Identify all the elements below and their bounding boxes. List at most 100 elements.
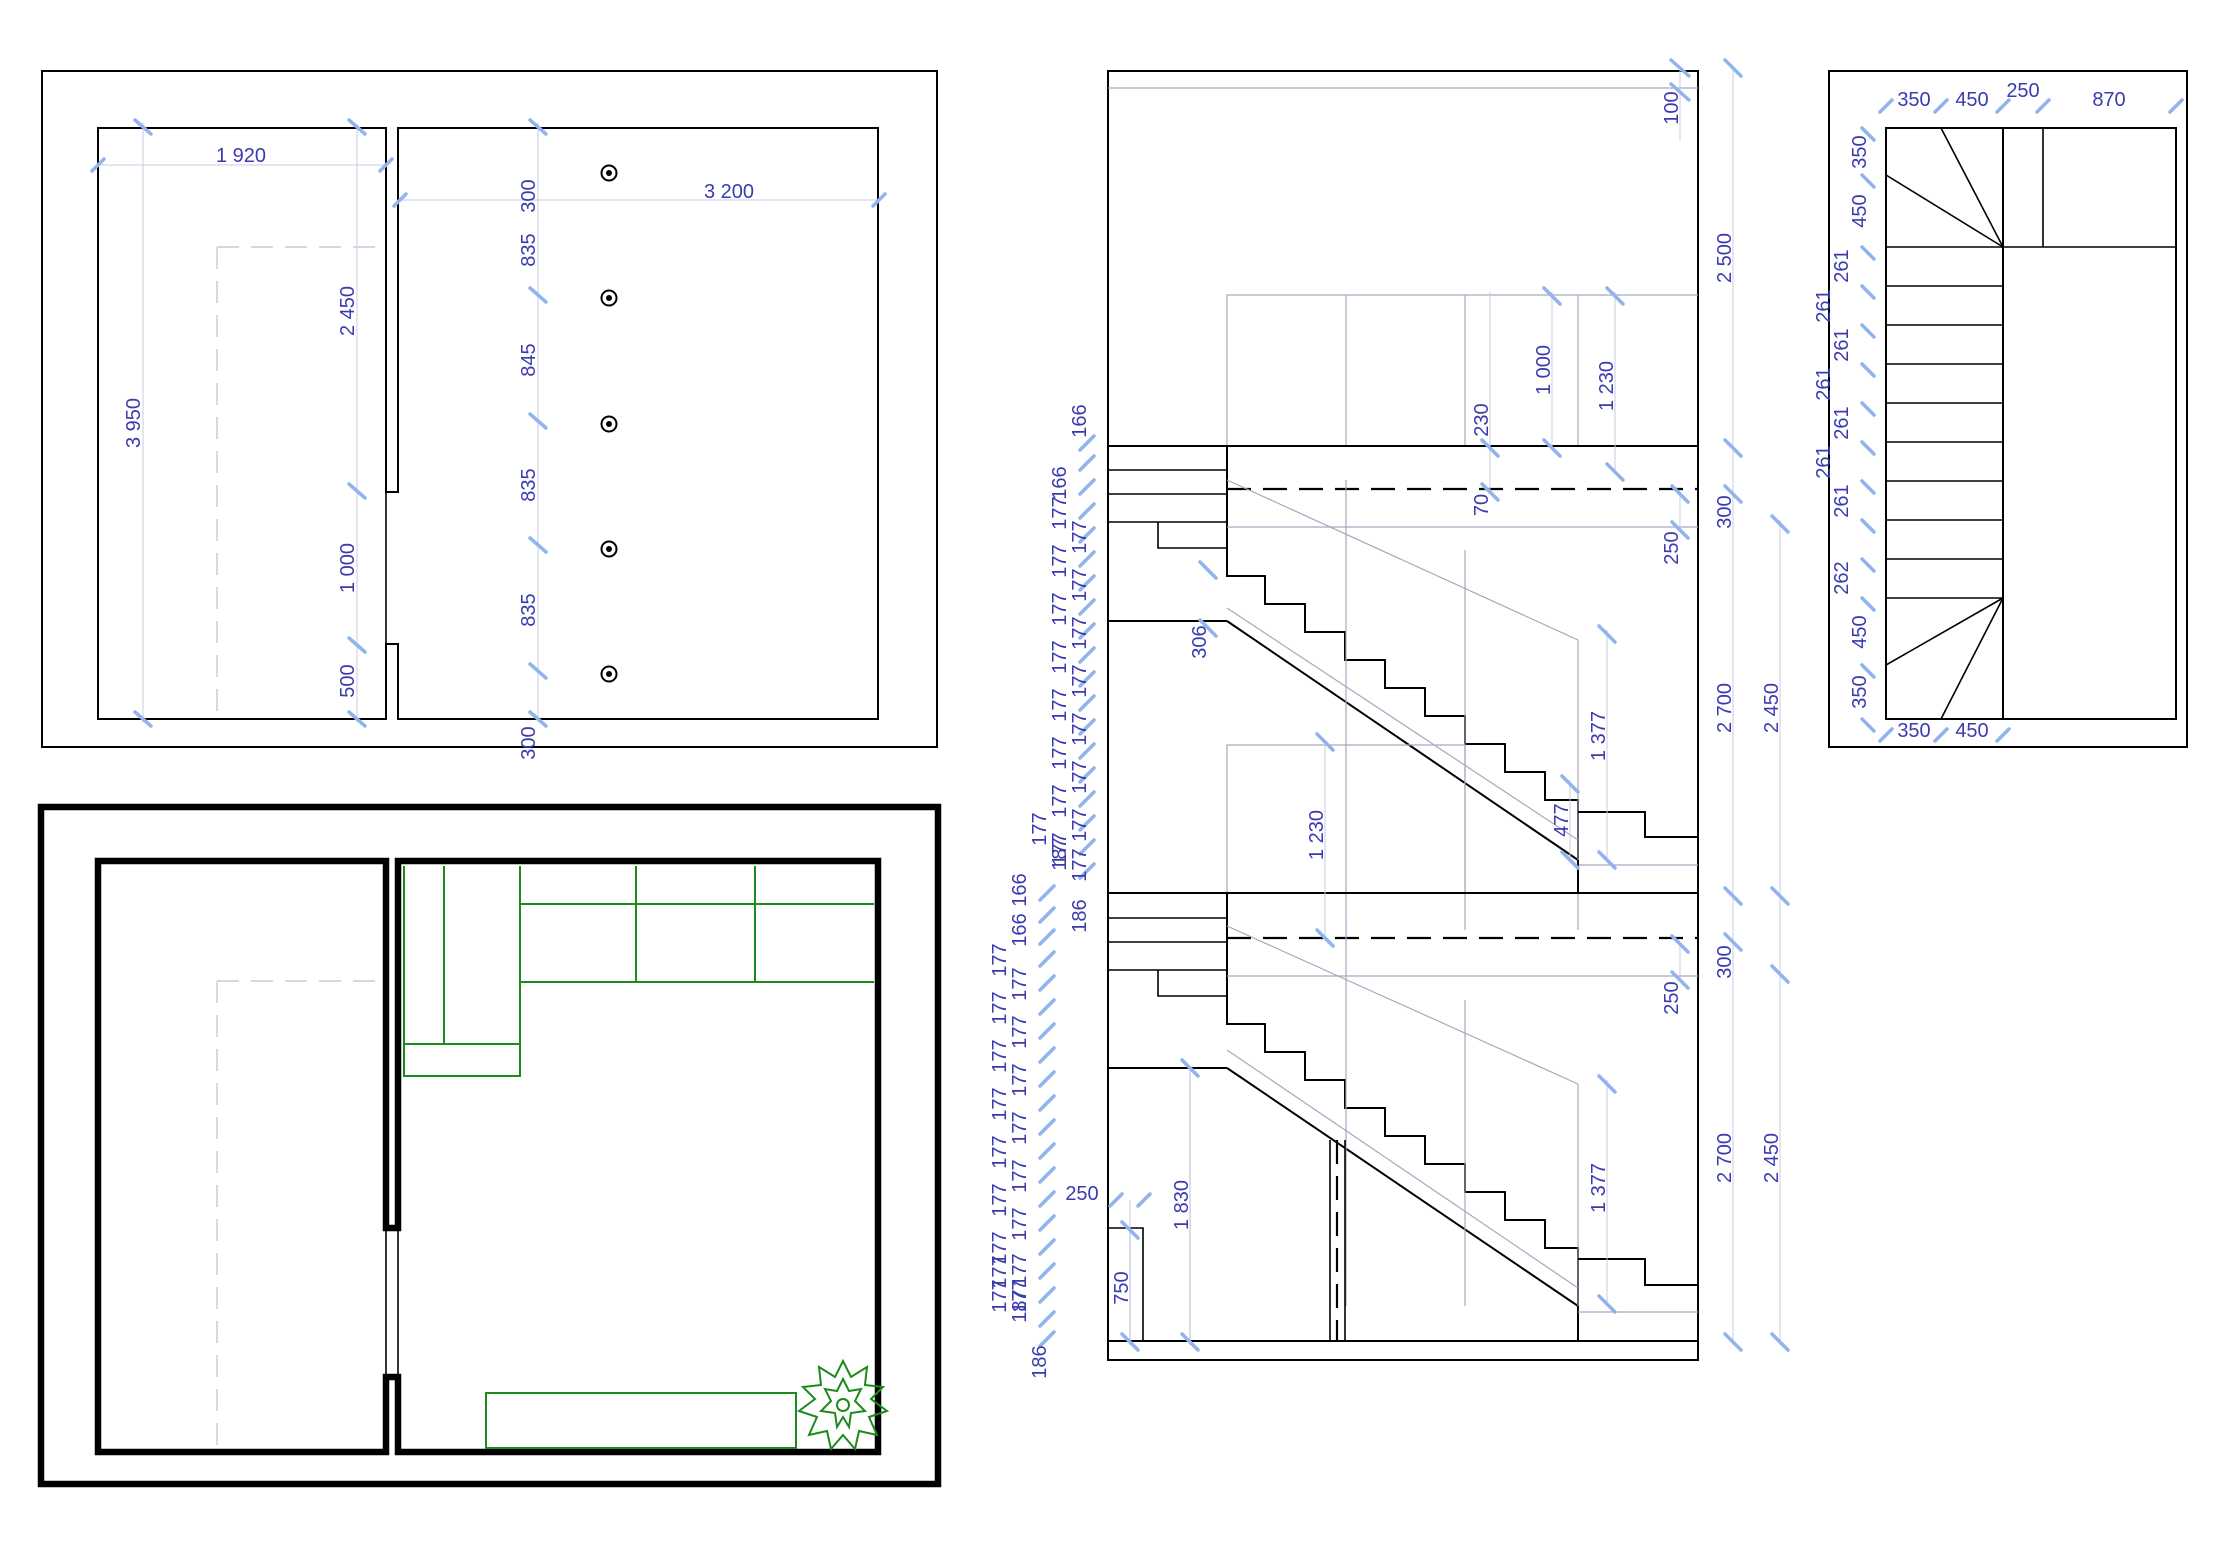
riser-label: 177 <box>1069 848 1091 881</box>
riser-label: 177 <box>1069 616 1091 649</box>
riser-label: 177 <box>1049 784 1071 817</box>
plan-frame <box>41 70 938 748</box>
stair-dim-label: 870 <box>2092 89 2125 111</box>
dim-label: 3 200 <box>704 181 754 203</box>
riser-label: 177 <box>989 1039 1011 1072</box>
stair-dim-label: 261 <box>1813 367 1835 400</box>
stair-treads <box>1886 285 2003 599</box>
dim-label: 1 230 <box>1306 810 1328 860</box>
riser-label: 177 <box>1069 664 1091 697</box>
riser-label: 177 <box>1069 712 1091 745</box>
stair-dim-label: 450 <box>1955 720 1988 742</box>
riser-label: 177 <box>1009 1253 1031 1286</box>
stair-dim-label: 261 <box>1831 484 1853 517</box>
dim-label: 300 <box>518 179 540 212</box>
riser-label: 177 <box>1049 592 1071 625</box>
dim-label: 835 <box>518 593 540 626</box>
dim-label: 750 <box>1111 1271 1133 1304</box>
riser-label: 177 <box>989 1087 1011 1120</box>
dim-label: 1 920 <box>216 145 266 167</box>
riser-label: 166 <box>1009 873 1031 906</box>
stair-plan: 350 450 250 870 350 450 350 450 261 261 … <box>1813 70 2188 748</box>
kitchen-counter <box>403 866 874 1077</box>
dim-label: 2 700 <box>1714 1133 1736 1183</box>
dim-label: 2 450 <box>1761 1133 1783 1183</box>
dim-label: 250 <box>1661 981 1683 1014</box>
stair-dim-label: 261 <box>1813 289 1835 322</box>
riser-label: 177 <box>1049 832 1071 865</box>
dim-label: 250 <box>1661 531 1683 564</box>
furniture-plan-frame <box>37 803 942 1488</box>
riser-label: 177 <box>1049 688 1071 721</box>
riser-label: 177 <box>1069 760 1091 793</box>
riser-label: 177 <box>989 1255 1011 1288</box>
stair-dim-label: 350 <box>1849 135 1871 168</box>
riser-label: 177 <box>1069 568 1091 601</box>
stair-dim-label: 261 <box>1813 445 1835 478</box>
riser-label: 177 <box>1009 1063 1031 1096</box>
dim-label: 1 830 <box>1171 1180 1193 1230</box>
stair-dim-label: 450 <box>1849 615 1871 648</box>
stair-dim-label: 261 <box>1831 249 1853 282</box>
dimensioned-floor-plan: 1 920 3 200 3 950 2 450 1 000 500 300 83… <box>41 70 938 760</box>
riser-label: 177 <box>989 1231 1011 1264</box>
dim-label: 2 500 <box>1714 233 1736 283</box>
riser-label: 177 <box>1069 520 1091 553</box>
lower-riser-labels: 186 166 166 177 177 177 177 177 177 177 … <box>989 873 1091 1378</box>
dim-label: 300 <box>1714 945 1736 978</box>
dim-label: 835 <box>518 233 540 266</box>
stair-dim-label: 250 <box>2006 80 2039 102</box>
riser-label: 177 <box>1009 1111 1031 1144</box>
stair-dim-label: 450 <box>1955 89 1988 111</box>
riser-label: 177 <box>989 1135 1011 1168</box>
riser-label: 177 <box>989 991 1011 1024</box>
section-frame <box>1107 70 1699 1361</box>
riser-label: 177 <box>1009 1159 1031 1192</box>
dim-label: 2 450 <box>337 286 359 336</box>
dim-label: 70 <box>1471 494 1493 516</box>
riser-label: 177 <box>1029 812 1051 845</box>
dim-label: 2 450 <box>1761 683 1783 733</box>
riser-label: 186 <box>1069 899 1091 932</box>
riser-label: 187 <box>1049 837 1071 870</box>
riser-label: 166 <box>1069 404 1091 437</box>
dim-label: 1 377 <box>1588 1163 1610 1213</box>
dimension-ticks <box>90 118 887 728</box>
sofa <box>485 1392 797 1449</box>
riser-label: 177 <box>1049 496 1071 529</box>
riser-label: 177 <box>989 1279 1011 1312</box>
stair-dim-label: 262 <box>1831 561 1853 594</box>
riser-label: 177 <box>1009 1015 1031 1048</box>
riser-label: 177 <box>1009 1207 1031 1240</box>
riser-label: 177 <box>989 1183 1011 1216</box>
riser-label: 177 <box>1009 1279 1031 1312</box>
upper-flight-steps <box>1226 548 1579 860</box>
dim-label: 300 <box>518 726 540 759</box>
riser-label: 177 <box>1049 736 1071 769</box>
stair-plan-frame <box>1828 70 2188 748</box>
dim-label: 100 <box>1661 91 1683 124</box>
dim-label: 3 950 <box>123 398 145 448</box>
stair-dim-label: 350 <box>1849 675 1871 708</box>
riser-label: 166 <box>1049 466 1071 499</box>
section-ticks <box>1038 58 1790 1352</box>
stair-dim-label: 261 <box>1831 328 1853 361</box>
dim-label: 845 <box>518 343 540 376</box>
lower-flight-steps <box>1226 996 1579 1341</box>
riser-label: 177 <box>1049 640 1071 673</box>
riser-label: 187 <box>1009 1289 1031 1322</box>
dim-label: 1 000 <box>337 543 359 593</box>
stair-dim-label: 450 <box>1849 194 1871 227</box>
dim-label: 1 230 <box>1596 361 1618 411</box>
stair-dim-label: 261 <box>1831 406 1853 439</box>
stair-plan-ticks <box>1860 98 2184 743</box>
riser-label: 177 <box>1009 967 1031 1000</box>
dim-label: 500 <box>337 664 359 697</box>
dim-label: 477 <box>1551 803 1573 836</box>
column-markers <box>600 164 618 683</box>
upper-riser-labels: 166 166 177 177 177 177 177 177 177 177 … <box>1029 404 1091 881</box>
plan-rooms-outline <box>97 127 879 720</box>
dim-label: 306 <box>1189 625 1211 658</box>
plant-icon <box>796 1358 890 1452</box>
dim-label: 835 <box>518 468 540 501</box>
